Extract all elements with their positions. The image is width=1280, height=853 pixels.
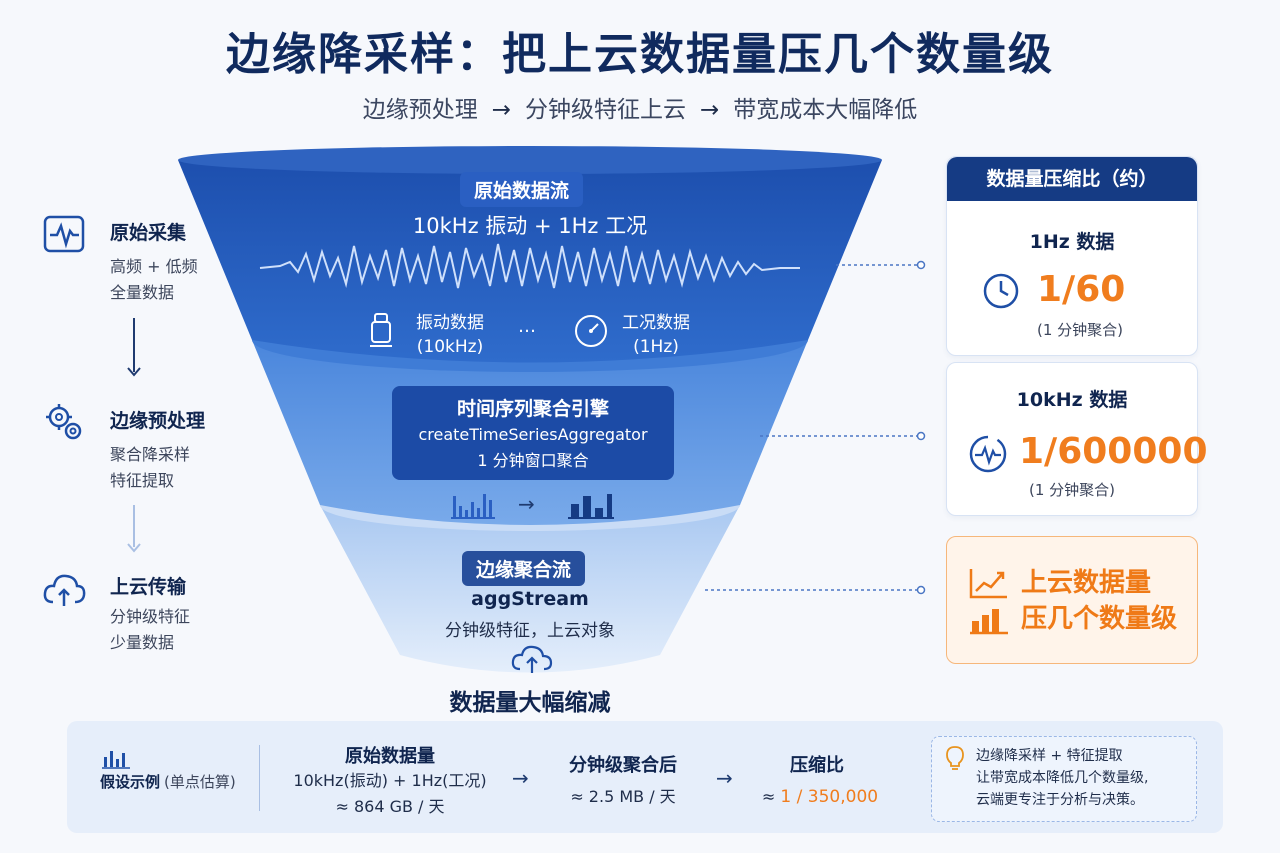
engine-function: createTimeSeriesAggregator (418, 425, 648, 444)
ratio-prefix: ≈ (761, 787, 776, 806)
step-cloud-upload (42, 568, 86, 616)
gauge-icon (575, 315, 607, 347)
waveform-monitor-icon (43, 215, 85, 253)
condition-data-label: 工况数据 (1Hz) (614, 311, 698, 359)
step-1-line-2: 全量数据 (110, 283, 175, 302)
ratio-10khz-note: (1 分钟聚合) (1029, 481, 1116, 499)
example-title: 假设示例 (100, 773, 161, 791)
funnel-top-rim (178, 146, 882, 174)
tip-line-2: 让带宽成本降低几个数量级, (976, 770, 1149, 786)
step-2-desc: 聚合降采样 特征提取 (110, 442, 190, 494)
step-edge-processing (42, 400, 86, 448)
ratio-card-10khz: 10kHz 数据 1/600000 (1 分钟聚合) (946, 362, 1208, 516)
connector-dot (916, 260, 926, 270)
step-2-line-2: 特征提取 (110, 471, 175, 490)
subtitle-arrow-1: → (491, 97, 511, 123)
lightbulb-icon (946, 746, 964, 770)
vibration-waveform (259, 243, 800, 289)
ellipsis: … (518, 316, 536, 337)
ratio-1hz-note: (1 分钟聚合) (1037, 321, 1124, 339)
cloud-upload-icon (511, 645, 553, 673)
ratio-1hz-value: 1/60 (1037, 269, 1126, 310)
connector-dot (916, 585, 926, 595)
agg-stream-pill: 边缘聚合流 (462, 551, 586, 586)
raw-volume-desc: 10kHz(振动) + 1Hz(工况) ≈ 864 GB / 天 (270, 768, 510, 820)
bar-chart-icon (970, 609, 1008, 635)
page-title: 边缘降采样：把上云数据量压几个数量级 (226, 29, 1054, 80)
trend-up-icon (969, 569, 1007, 599)
tip-line-3: 云端更专注于分析与决策。 (976, 792, 1144, 808)
funnel-bottom-layer (320, 505, 740, 673)
subtitle: 边缘预处理 → 分钟级特征上云 → 带宽成本大幅降低 (0, 90, 1280, 124)
funnel-top-layer (178, 160, 882, 363)
aggregator-engine-box: 时间序列聚合引擎 createTimeSeriesAggregator 1 分钟… (392, 386, 674, 480)
subtitle-step-3: 带宽成本大幅降低 (733, 97, 918, 123)
vibration-data-label: 振动数据 (10kHz) (408, 311, 492, 359)
clock-icon (983, 273, 1019, 309)
raw-volume-value: ≈ 864 GB / 天 (335, 797, 445, 816)
tip-line-1: 边缘降采样 + 特征提取 (976, 748, 1123, 764)
cloud-upload-icon (43, 574, 86, 606)
ratio-card-1hz: 数据量压缩比（约） 1Hz 数据 1/60 (1 分钟聚合) (946, 156, 1198, 356)
ratio-value-line: ≈ 1 / 350,000 (740, 784, 900, 810)
step-2-title: 边缘预处理 (110, 410, 206, 432)
tip-text: 边缘降采样 + 特征提取 让带宽成本降低几个数量级, 云端更专注于分析与决策。 (976, 745, 1148, 811)
sensor-icon (370, 313, 392, 347)
aggregated-title: 分钟级聚合后 (569, 755, 677, 776)
step-2-line-1: 聚合降采样 (110, 445, 191, 464)
condition-rate: (1Hz) (633, 337, 679, 357)
step-3-desc: 分钟级特征 少量数据 (110, 604, 190, 656)
arrow-down-icon (127, 367, 141, 377)
subtitle-step-1: 边缘预处理 (362, 97, 478, 123)
example-note: (单点估算) (164, 773, 236, 791)
pulse-gauge-icon (969, 435, 1007, 473)
divider (259, 745, 260, 811)
dense-bars-icon (451, 494, 495, 519)
vibration-label: 振动数据 (416, 313, 484, 333)
engine-window: 1 分钟窗口聚合 (477, 451, 589, 470)
sparse-bars-icon (568, 494, 614, 519)
agg-stream-name: aggStream (471, 588, 589, 610)
connector-dot (916, 431, 926, 441)
ratio-title: 压缩比 (790, 755, 844, 776)
step-raw-collection (42, 212, 86, 260)
condition-label: 工况数据 (622, 313, 690, 333)
mini-bar-chart-icon (102, 751, 130, 769)
gears-icon (46, 404, 82, 440)
step-1-desc: 高频 + 低频 全量数据 (110, 254, 198, 306)
step-connector (133, 505, 135, 547)
raw-volume-title: 原始数据量 (345, 746, 435, 767)
raw-stream-pill: 原始数据流 (460, 172, 584, 207)
vibration-rate: (10kHz) (416, 337, 484, 357)
raw-stream-text: 10kHz 振动 + 1Hz 工况 (412, 214, 648, 238)
step-3-line-2: 少量数据 (110, 633, 175, 652)
tip-box: 边缘降采样 + 特征提取 让带宽成本降低几个数量级, 云端更专注于分析与决策。 (931, 736, 1197, 822)
step-3-title: 上云传输 (110, 576, 187, 598)
step-connector (133, 318, 135, 372)
arrow-down-icon (127, 543, 141, 553)
subtitle-arrow-2: → (700, 97, 720, 123)
ratio-value: 1 / 350,000 (780, 787, 879, 807)
compress-arrow: → (518, 492, 535, 516)
cloud-data-highlight-card: 上云数据量 压几个数量级 (946, 536, 1198, 664)
engine-title: 时间序列聚合引擎 (456, 398, 609, 420)
ratio-panel-header: 数据量压缩比（约） (947, 157, 1197, 201)
highlight-line-2: 压几个数量级 (1021, 604, 1178, 634)
highlight-line-1: 上云数据量 (1021, 568, 1152, 598)
example-arrow-1: → (512, 766, 529, 790)
funnel-caption: 数据量大幅缩减 (449, 690, 611, 716)
example-label: 假设示例(单点估算) (100, 771, 236, 792)
ratio-10khz-label: 10kHz 数据 (1016, 389, 1128, 411)
aggregated-value: ≈ 2.5 MB / 天 (570, 787, 676, 806)
ratio-10khz-value: 1/600000 (1019, 431, 1208, 472)
ratio-1hz-label: 1Hz 数据 (1029, 231, 1115, 253)
subtitle-step-2: 分钟级特征上云 (525, 97, 686, 123)
step-3-line-1: 分钟级特征 (110, 607, 191, 626)
step-1-title: 原始采集 (110, 222, 187, 244)
agg-stream-desc: 分钟级特征，上云对象 (445, 621, 615, 641)
example-arrow-2: → (716, 766, 733, 790)
step-1-line-1: 高频 + 低频 (110, 257, 198, 276)
raw-volume-sources: 10kHz(振动) + 1Hz(工况) (293, 771, 487, 790)
